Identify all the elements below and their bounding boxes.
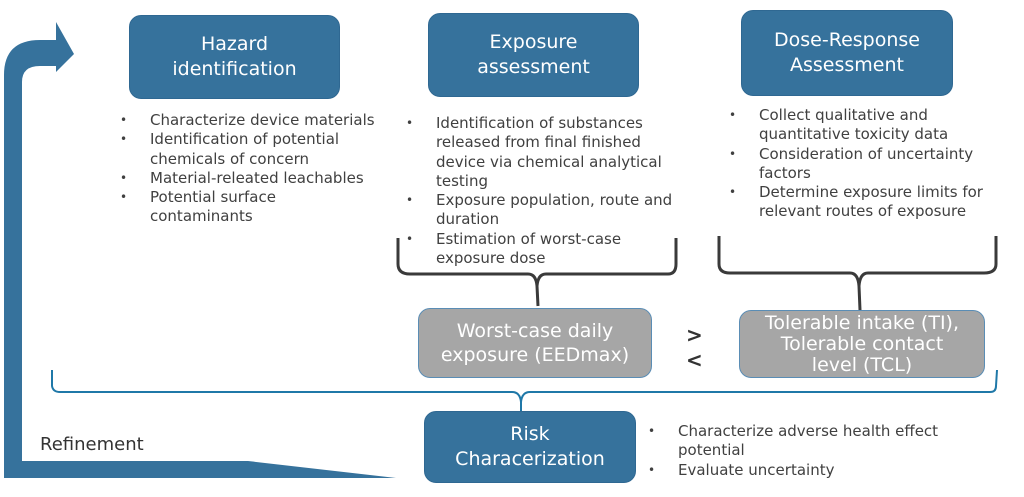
hazard-identification-box: Hazard identification: [129, 15, 340, 99]
bullet-text: Consideration of uncertainty factors: [759, 144, 974, 182]
risk-characterization-box: Risk Characerization: [424, 411, 636, 483]
list-item: • Consideration of uncertainty factors: [727, 145, 1022, 184]
exposure-bullet-list: • Identification of substances released f…: [404, 114, 679, 268]
bullet-text: Material-releated leachables: [150, 168, 364, 187]
list-item: • Material-releated leachables: [118, 169, 378, 188]
hazard-bullet-list: • Characterize device materials • Identifi…: [118, 111, 378, 227]
list-item: • Evaluate uncertainty: [646, 461, 946, 480]
risk-characterization-label: Risk Characerization: [455, 423, 605, 470]
bullet-icon: •: [120, 132, 128, 147]
hazard-identification-label: Hazard identification: [172, 33, 297, 80]
bullet-icon: •: [406, 231, 414, 246]
list-item: • Exposure population, route and duration: [404, 191, 679, 230]
bullet-icon: •: [406, 193, 414, 208]
dose-response-box: Dose-Response Assessment: [741, 10, 953, 96]
exposure-bracket: [396, 238, 678, 307]
dose-response-label: Dose-Response Assessment: [774, 29, 920, 76]
list-item: • Determine exposure limits for relevant …: [727, 183, 1022, 222]
worst-case-exposure-label: Worst-case daily exposure (EEDmax): [440, 320, 630, 366]
tolerable-intake-label: Tolerable intake (TI), Tolerable contact…: [764, 311, 960, 376]
bullet-icon: •: [120, 170, 128, 185]
bullet-icon: •: [120, 190, 128, 205]
exposure-assessment-label: Exposure assessment: [477, 31, 590, 78]
bullet-text: Identification of substances released fr…: [436, 114, 662, 190]
risk-bullet-list: • Characterize adverse health effect pote…: [646, 422, 946, 480]
bullet-icon: •: [406, 116, 414, 130]
bullet-icon: •: [729, 108, 737, 122]
bullet-text: Determine exposure limits for relevant r…: [759, 183, 983, 221]
bullet-icon: •: [729, 146, 737, 161]
list-item: • Collect qualitative and quantitative to…: [727, 106, 1022, 145]
list-item: • Estimation of worst-case exposure dose: [404, 230, 679, 269]
risk-bracket: [51, 369, 998, 412]
bullet-text: Identification of potential chemicals of…: [150, 130, 340, 168]
dose-response-bracket: [717, 236, 998, 311]
worst-case-exposure-box: Worst-case daily exposure (EEDmax): [418, 308, 652, 378]
less-than-symbol: <: [686, 348, 703, 372]
list-item: • Identification of substances released f…: [404, 114, 679, 191]
list-item: • Characterize adverse health effect pote…: [646, 422, 946, 461]
bullet-text: Exposure population, route and duration: [436, 191, 673, 229]
greater-than-symbol: >: [686, 323, 703, 347]
tolerable-intake-box: Tolerable intake (TI), Tolerable contact…: [739, 310, 985, 378]
bullet-text: Collect qualitative and quantitative tox…: [759, 106, 949, 144]
bullet-icon: •: [648, 424, 656, 438]
dose-response-bullet-list: • Collect qualitative and quantitative to…: [727, 106, 1022, 222]
bullet-text: Estimation of worst-case exposure dose: [436, 229, 622, 268]
bullet-icon: •: [120, 113, 128, 127]
bullet-text: Characterize device materials: [150, 111, 375, 129]
exposure-assessment-box: Exposure assessment: [428, 13, 639, 97]
list-item: • Potential surface contaminants: [118, 188, 378, 227]
bullet-text: Evaluate uncertainty: [678, 460, 835, 479]
bullet-text: Potential surface contaminants: [150, 188, 276, 226]
refinement-label: Refinement: [40, 434, 144, 455]
list-item: • Characterize device materials: [118, 111, 378, 130]
bullet-icon: •: [729, 185, 737, 200]
bullet-icon: •: [648, 462, 656, 477]
list-item: • Identification of potential chemicals o…: [118, 130, 378, 169]
bullet-text: Characterize adverse health effect poten…: [678, 422, 939, 460]
